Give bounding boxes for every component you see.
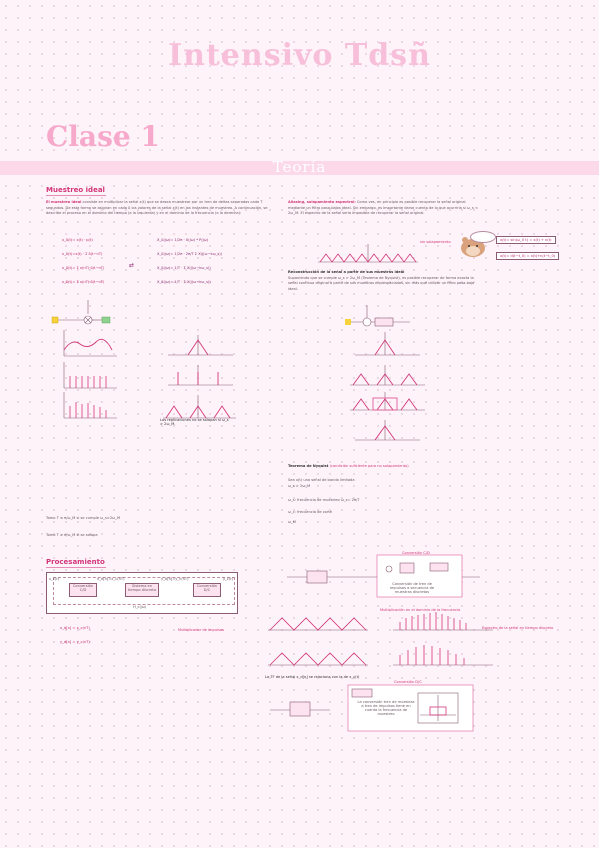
nyquist-title: Teorema de Nyquist	[288, 464, 329, 468]
system-transfer-label: H_c(jω)	[133, 605, 147, 609]
equation-left-4: x_δ(t)= Σ x(nT)·δ(t−nT)	[62, 280, 105, 284]
procesamiento-heading: Procesamiento	[46, 558, 105, 566]
page-title: Intensivo Tdsñ	[168, 38, 431, 73]
label-espectro: Espectro de la señal en tiempo discreto	[482, 626, 554, 630]
nyquist-item-2: ω_s > 2ω_M	[288, 484, 311, 488]
muestreo-paragraph-text: consiste en multiplicar la señal x(t) qu…	[46, 200, 268, 216]
section-band	[0, 161, 599, 175]
equation-right-1: X_δ(jω)= 1/2π · X(jω) * P(jω)	[157, 238, 209, 242]
signal-output-label: y_c(t)	[223, 577, 234, 581]
label-relacion: La TF de la señal x_d[n] se relaciona co…	[265, 675, 360, 679]
nyquist-item-3: ω_s: frecuencia de muestreo ω_s= 2π/T	[288, 498, 360, 502]
processing-block-diagram: x_c(t) Conversión C/D x_d[n]=x_c(nT) Sis…	[46, 572, 238, 614]
aliasing-side-label: sin solapamiento	[420, 240, 451, 244]
thought-bubble-icon	[470, 231, 496, 243]
label-dominio: Multiplicación en el dominio de la frecu…	[380, 608, 461, 612]
dc-conversion-title: Conversión D/C	[394, 680, 422, 684]
signal-mid2-label: y_d[n]=y_c(nT)	[161, 577, 189, 581]
aliasing-bubble-2: x(t)= d(t−t_0) = x(t)+n(t−t_0)	[496, 252, 560, 260]
processing-eq-1: x_d[n] = x_c(nT)	[60, 626, 90, 630]
nyquist-item-4: ω_c: frecuencia de corte	[288, 510, 332, 514]
equation-right-4: X_δ(jω)= 1/T · Σ X(j(ω−kω_s))	[157, 280, 211, 284]
time-domain-diagram	[51, 300, 117, 419]
section-band-label: Teoría	[272, 158, 327, 176]
spectra-diagram	[268, 612, 493, 666]
dc-converter-block: Conversión D/C	[193, 583, 221, 597]
fourier-arrow-icon: ⇄	[129, 262, 135, 269]
signal-input-label: x_c(t)	[49, 577, 60, 581]
sampling-period-note-2: Tomo T ≥ π/ω_M si se solapa	[46, 533, 98, 537]
dc-conversion-text: La conversión tren de muestras a tren de…	[357, 700, 415, 716]
muestreo-paragraph: El muestreo ideal consiste en multiplica…	[46, 200, 276, 217]
label-multiplicador: Multiplicador de impulsos	[178, 628, 224, 632]
aliasing-paragraph: Aliasing, solapamiento espectral: Como v…	[288, 200, 478, 217]
cd-conversion-title: Conversión C/D	[402, 551, 430, 555]
equation-right-2: X_δ(jω)= 1/2π · 2π/T Σ X(j(ω−kω_s))	[157, 252, 223, 256]
freq-domain-diagram	[163, 335, 236, 419]
nyquist-item-5: ω_M	[288, 520, 296, 524]
time-domain-equations: x_δ(t)= x(t) · p(t) x_δ(t)=x(t) · Σ δ(t−…	[62, 238, 142, 284]
no-overlap-note: Las replicaciones no se solapan si ω_s >…	[160, 418, 229, 426]
reconstruction-paragraph: Reconstrucción de la señal a partir de s…	[288, 270, 478, 292]
cd-conversion-text: Conversión de tren de impulsos a secuenc…	[389, 582, 435, 594]
equation-left-2: x_δ(t)=x(t) · Σ δ(t−nT)	[62, 252, 103, 256]
cd-converter-block: Conversión C/D	[69, 583, 97, 597]
aliasing-spectrum	[318, 244, 418, 263]
aliasing-text: Como ves, en principio es posible recupe…	[288, 200, 478, 216]
cd-conversion-diagram	[287, 554, 480, 598]
nyquist-subtitle: (condición suficiente para no solapamien…	[329, 464, 409, 468]
reconstruction-text: Suponiendo que se cumple ω_s > 2ω_M (Teo…	[288, 275, 475, 291]
nyquist-block: Teorema de Nyquist (condición suficiente…	[288, 464, 488, 524]
signal-mid1-label: x_d[n]=x_c(nT)	[97, 577, 125, 581]
freq-domain-equations: X_δ(jω)= 1/2π · X(jω) * P(jω) X_δ(jω)= 1…	[157, 238, 267, 284]
dc-conversion-diagram	[270, 684, 474, 732]
processing-eq-2: y_d[n] = y_c(nT)	[60, 640, 90, 644]
discrete-system-block: Sistema en tiempo discreto	[125, 583, 159, 597]
equation-left-1: x_δ(t)= x(t) · p(t)	[62, 238, 93, 242]
reconstruction-title: Reconstrucción de la señal a partir de s…	[288, 270, 405, 274]
nyquist-item-1: Sea x(t) una señal de banda limitada	[288, 478, 355, 482]
muestreo-paragraph-lead: El muestreo ideal	[46, 200, 82, 204]
system-boundary	[53, 577, 235, 605]
muestreo-heading: Muestreo ideal	[46, 186, 105, 194]
aliasing-bubble-1: x(t)= sin(ω_0 t) = x(t) + n(t)	[496, 236, 556, 244]
equation-right-3: X_δ(jω)= 1/T · Σ X(j(ω−kω_s))	[157, 266, 211, 270]
reconstruction-diagram	[345, 305, 425, 441]
class-title: Clase 1	[46, 120, 160, 153]
equation-left-3: x_δ(t)= Σ x(nT)·δ(t−nT)	[62, 266, 105, 270]
sampling-period-note: Tomo T ≤ π/ω_M si se cumple ω_s>2ω_M	[46, 516, 121, 520]
aliasing-lead: Aliasing, solapamiento espectral:	[288, 200, 356, 204]
